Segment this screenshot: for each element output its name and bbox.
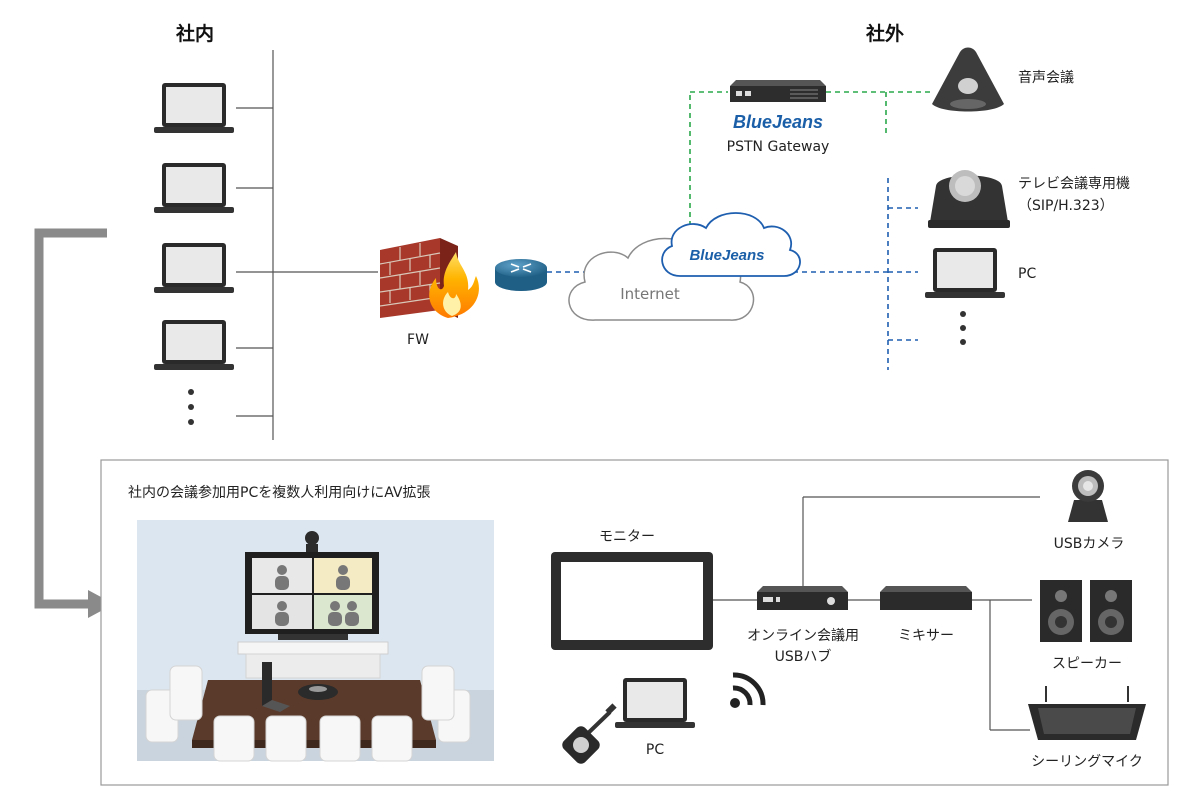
wifi-icon bbox=[730, 672, 766, 708]
ceiling-mic-label: シーリングマイク bbox=[1031, 754, 1143, 770]
internal-header: 社内 bbox=[175, 22, 214, 45]
conference-phone-icon bbox=[932, 47, 1004, 112]
gateway-brand: BlueJeans bbox=[733, 112, 823, 132]
monitor-label: モニター bbox=[599, 529, 655, 545]
mixer-label: ミキサー bbox=[898, 628, 954, 644]
mixer-icon bbox=[880, 586, 972, 610]
lan-backbone bbox=[236, 50, 378, 440]
usb-hub-label-line2: USBハブ bbox=[775, 648, 832, 665]
internet-label: Internet bbox=[620, 285, 680, 303]
wireless-share-dongle-icon bbox=[562, 703, 617, 764]
ceiling-microphone-icon bbox=[1028, 686, 1146, 740]
firewall-label: FW bbox=[407, 332, 429, 348]
video-conference-label: テレビ会議専用機 bbox=[1018, 175, 1130, 192]
usb-camera-label: USBカメラ bbox=[1054, 536, 1125, 552]
internal-laptop-icon bbox=[154, 320, 234, 370]
bluejeans-cloud-brand: BlueJeans bbox=[689, 247, 764, 264]
bluejeans-cloud-icon bbox=[661, 212, 801, 277]
monitor-icon bbox=[551, 552, 713, 650]
pstn-gateway-icon bbox=[730, 80, 826, 102]
room-pc-laptop-icon bbox=[615, 678, 695, 728]
green-dashed-links bbox=[689, 91, 930, 235]
meeting-room-illustration bbox=[137, 520, 494, 762]
external-pc-laptop-icon bbox=[925, 248, 1005, 298]
av-connection-lines bbox=[713, 496, 1040, 731]
internal-laptop-icon bbox=[154, 163, 234, 213]
video-conference-camera-icon bbox=[928, 170, 1010, 228]
gateway-label: PSTN Gateway bbox=[727, 139, 830, 155]
usb-camera-icon bbox=[1068, 470, 1108, 522]
video-conference-protocol-label: （SIP/H.323） bbox=[1018, 198, 1114, 214]
more-external-devices-dots-icon bbox=[960, 311, 966, 345]
audio-conference-label: 音声会議 bbox=[1018, 69, 1074, 86]
av-extension-title: 社内の会議参加用PCを複数人利用向けにAV拡張 bbox=[128, 484, 430, 501]
internal-laptop-icon bbox=[154, 243, 234, 293]
usb-hub-icon bbox=[757, 586, 848, 610]
speaker-label: スピーカー bbox=[1052, 656, 1122, 672]
blue-dashed-links bbox=[547, 178, 918, 370]
router-icon bbox=[495, 259, 547, 291]
external-header: 社外 bbox=[865, 22, 904, 45]
internal-laptop-icon bbox=[154, 83, 234, 133]
more-devices-dots-icon bbox=[188, 389, 194, 425]
usb-hub-label: オンライン会議用 bbox=[747, 627, 859, 644]
firewall-icon bbox=[379, 238, 479, 318]
external-pc-label: PC bbox=[1018, 266, 1036, 282]
speaker-icon bbox=[1040, 580, 1132, 642]
room-pc-label: PC bbox=[646, 742, 664, 758]
